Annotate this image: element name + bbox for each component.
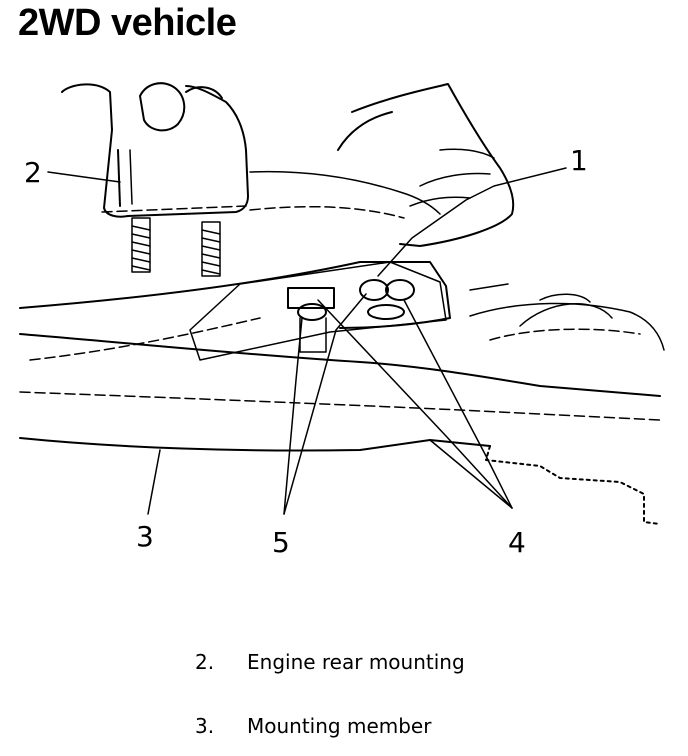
legend-number: 3. (195, 714, 215, 738)
callout-1: 1 (570, 144, 588, 177)
legend-text: Mounting member (247, 714, 432, 738)
engine-rear-mounting-drawing (61, 82, 249, 277)
engine-mounting-diagram: 1 2 3 4 5 (19, 82, 665, 559)
bolts-drawing (189, 261, 447, 361)
callout-4: 4 (508, 526, 526, 559)
page-title: 2WD vehicle (18, 2, 237, 44)
callout-5: 5 (272, 526, 290, 559)
callout-3: 3 (136, 520, 154, 553)
legend-text: Engine rear mounting (247, 650, 465, 674)
legend-number: 2. (195, 650, 215, 674)
mounting-member-drawing (19, 261, 665, 525)
transmission-drawing (249, 83, 515, 247)
leader-lines (47, 167, 567, 515)
callout-2: 2 (24, 156, 42, 189)
